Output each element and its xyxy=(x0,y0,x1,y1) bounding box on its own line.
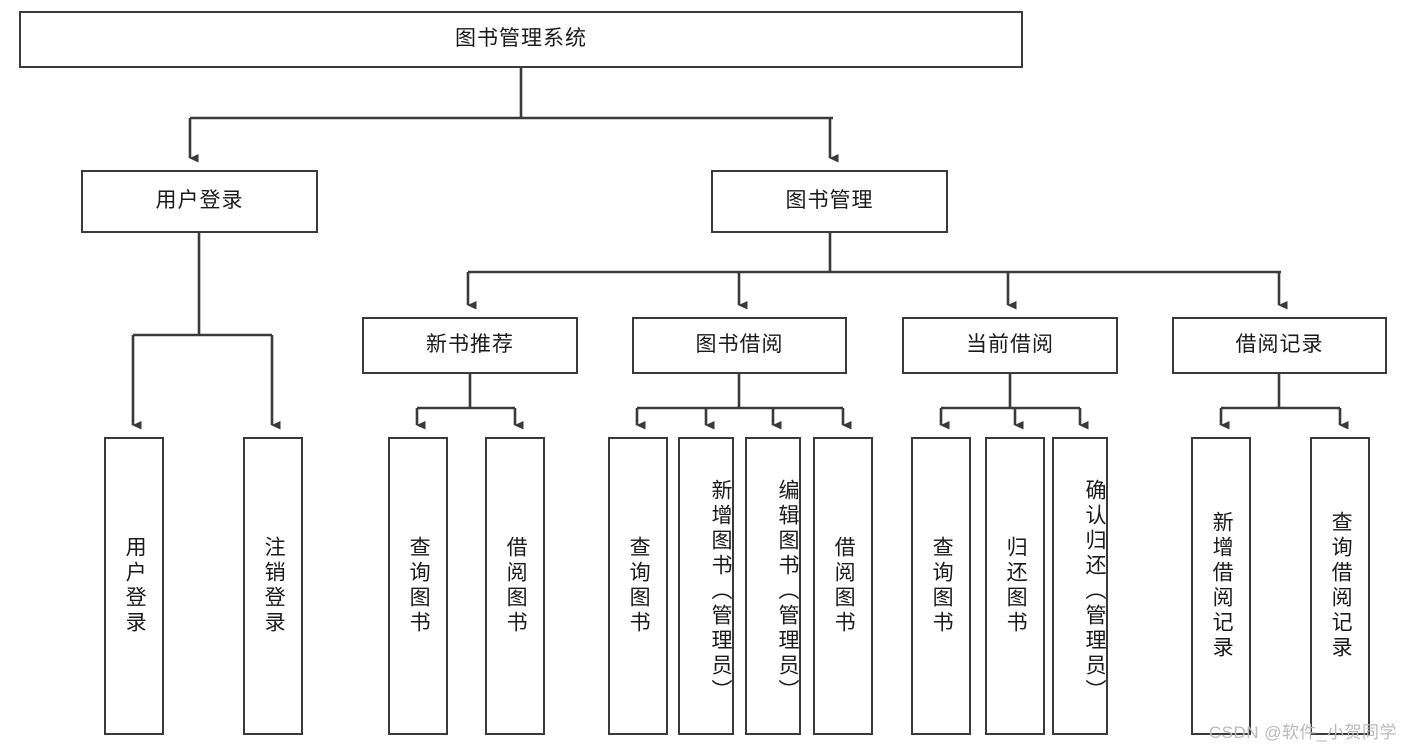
node-leaf-return-book-label: 归还图书 xyxy=(1004,536,1028,636)
node-leaf-user-login-label: 用户登录 xyxy=(123,536,147,636)
node-leaf-logout[interactable]: 注销登录 xyxy=(243,437,303,735)
node-leaf-edit-book-label: 编辑图书（管理员） xyxy=(776,478,799,704)
node-leaf-borrow-book-1[interactable]: 借阅图书 xyxy=(485,437,545,735)
node-book-borrow-label: 图书借阅 xyxy=(695,333,784,357)
node-leaf-borrow-book-1-label: 借阅图书 xyxy=(504,536,528,636)
node-leaf-add-borrow-record[interactable]: 新增借阅记录 xyxy=(1191,437,1251,735)
node-leaf-add-borrow-record-label: 新增借阅记录 xyxy=(1210,511,1234,661)
node-leaf-query-book-1[interactable]: 查询图书 xyxy=(388,437,448,735)
node-leaf-query-book-1-label: 查询图书 xyxy=(407,536,431,636)
node-leaf-query-borrow-record-label: 查询借阅记录 xyxy=(1329,511,1353,661)
node-new-book-recommend[interactable]: 新书推荐 xyxy=(362,317,578,374)
node-leaf-query-borrow-record[interactable]: 查询借阅记录 xyxy=(1310,437,1370,735)
node-leaf-add-book[interactable]: 新增图书（管理员） xyxy=(678,437,734,735)
node-leaf-query-book-2-label: 查询图书 xyxy=(627,536,651,636)
watermark: CSDN @软件_小贺同学 xyxy=(1208,723,1397,742)
node-borrow-record-label: 借阅记录 xyxy=(1235,333,1324,357)
node-new-book-recommend-label: 新书推荐 xyxy=(426,333,514,357)
node-leaf-logout-label: 注销登录 xyxy=(262,536,286,636)
node-leaf-confirm-return-label: 确认归还（管理员） xyxy=(1083,478,1106,704)
node-user-login-label: 用户登录 xyxy=(155,189,244,213)
node-user-login[interactable]: 用户登录 xyxy=(81,170,318,233)
node-book-borrow[interactable]: 图书借阅 xyxy=(632,317,847,374)
node-leaf-query-book-3[interactable]: 查询图书 xyxy=(911,437,971,735)
node-current-borrow[interactable]: 当前借阅 xyxy=(902,317,1118,374)
node-leaf-confirm-return[interactable]: 确认归还（管理员） xyxy=(1052,437,1108,735)
node-leaf-edit-book[interactable]: 编辑图书（管理员） xyxy=(745,437,801,735)
node-leaf-add-book-label: 新增图书（管理员） xyxy=(709,478,732,704)
node-leaf-query-book-3-label: 查询图书 xyxy=(930,536,954,636)
node-root-label: 图书管理系统 xyxy=(455,27,587,51)
node-book-manage[interactable]: 图书管理 xyxy=(711,170,948,233)
node-leaf-query-book-2[interactable]: 查询图书 xyxy=(608,437,668,735)
node-leaf-user-login[interactable]: 用户登录 xyxy=(104,437,164,735)
node-root[interactable]: 图书管理系统 xyxy=(19,11,1023,68)
node-leaf-borrow-book-2[interactable]: 借阅图书 xyxy=(813,437,873,735)
node-borrow-record[interactable]: 借阅记录 xyxy=(1172,317,1387,374)
node-leaf-borrow-book-2-label: 借阅图书 xyxy=(832,536,856,636)
node-leaf-return-book[interactable]: 归还图书 xyxy=(985,437,1045,735)
node-book-manage-label: 图书管理 xyxy=(785,189,874,213)
node-current-borrow-label: 当前借阅 xyxy=(966,333,1054,357)
